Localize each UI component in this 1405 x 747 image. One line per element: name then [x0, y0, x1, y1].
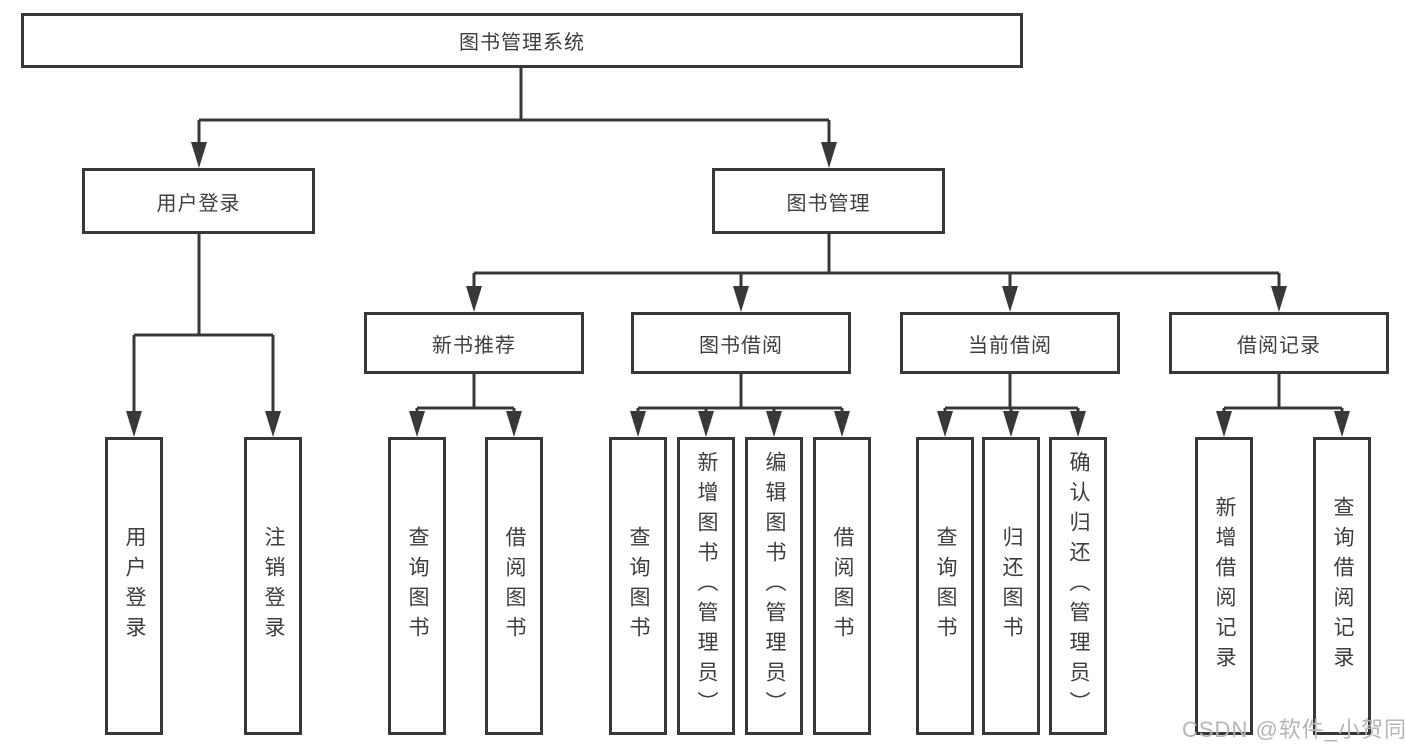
arrowhead: [834, 411, 850, 437]
node-current-borrow-label: 当前借阅: [968, 334, 1052, 357]
leaf-borrow-borrow-book: 借阅图书: [813, 437, 871, 735]
leaf-current-return-book: 归还图书: [982, 437, 1040, 735]
leaf-records-add-record: 新增借阅记录: [1195, 437, 1253, 735]
arrowhead: [1003, 411, 1019, 437]
leaf-current-confirm-return-admin: 确认归还（管理员）: [1049, 437, 1107, 735]
arrowhead: [1002, 286, 1018, 312]
arrowhead: [630, 411, 646, 437]
arrowhead: [766, 411, 782, 437]
connector-strokes: [132, 68, 1344, 414]
arrowhead: [1271, 286, 1287, 312]
node-book-management-label: 图书管理: [786, 192, 871, 215]
arrowhead: [191, 142, 207, 168]
leaf-logout: 注销登录: [244, 437, 302, 735]
leaf-borrow-add-book-admin-label: 新增图书（管理员）: [695, 451, 718, 721]
node-book-borrow-label: 图书借阅: [699, 334, 783, 357]
arrowheads: [126, 142, 1350, 437]
leaf-logout-label: 注销登录: [262, 526, 285, 646]
arrowhead: [1070, 411, 1086, 437]
node-user-login: 用户登录: [82, 168, 315, 234]
node-new-book-recommend-label: 新书推荐: [432, 334, 516, 357]
leaf-records-query-record: 查询借阅记录: [1313, 437, 1371, 735]
leaf-current-query-book-label: 查询图书: [934, 526, 957, 646]
leaf-current-query-book: 查询图书: [916, 437, 974, 735]
arrowhead: [733, 286, 749, 312]
connector-current-group: [943, 374, 1080, 414]
connector-manage-group: [472, 234, 1281, 289]
node-user-login-label: 用户登录: [156, 192, 241, 215]
leaf-borrow-add-book-admin: 新增图书（管理员）: [677, 437, 735, 735]
leaf-recommend-query-book-label: 查询图书: [406, 526, 429, 646]
connector-borrow-group: [636, 374, 844, 414]
leaf-borrow-edit-book-admin-label: 编辑图书（管理员）: [763, 451, 786, 721]
arrowhead: [506, 411, 522, 437]
node-library-system-label: 图书管理系统: [459, 32, 585, 54]
node-borrow-records-label: 借阅记录: [1237, 334, 1321, 357]
leaf-recommend-query-book: 查询图书: [388, 437, 446, 735]
arrowhead: [1334, 411, 1350, 437]
connector-root: [197, 68, 831, 145]
node-book-borrow: 图书借阅: [631, 312, 851, 374]
csdn-watermark: CSDN @软件_小贺同学: [1182, 717, 1405, 742]
node-book-management: 图书管理: [712, 168, 945, 234]
arrowhead: [1216, 411, 1232, 437]
connector-login-group: [132, 234, 275, 414]
connector-recommend-group: [415, 374, 516, 414]
leaf-user-login: 用户登录: [105, 437, 163, 735]
arrowhead: [409, 411, 425, 437]
node-borrow-records: 借阅记录: [1169, 312, 1389, 374]
arrowhead: [466, 286, 482, 312]
node-library-system: 图书管理系统: [21, 13, 1023, 68]
connector-records-group: [1222, 374, 1344, 414]
leaf-borrow-edit-book-admin: 编辑图书（管理员）: [745, 437, 803, 735]
arrowhead: [698, 411, 714, 437]
leaf-borrow-query-book: 查询图书: [609, 437, 667, 735]
leaf-borrow-query-book-label: 查询图书: [627, 526, 650, 646]
arrowhead: [126, 411, 142, 437]
arrowhead: [821, 142, 837, 168]
arrowhead: [937, 411, 953, 437]
node-current-borrow: 当前借阅: [900, 312, 1120, 374]
arrowhead: [265, 411, 281, 437]
leaf-borrow-borrow-book-label: 借阅图书: [831, 526, 854, 646]
leaf-recommend-borrow-book-label: 借阅图书: [503, 526, 526, 646]
leaf-records-add-record-label: 新增借阅记录: [1213, 496, 1236, 676]
node-new-book-recommend: 新书推荐: [364, 312, 584, 374]
leaf-records-query-record-label: 查询借阅记录: [1331, 496, 1354, 676]
leaf-user-login-label: 用户登录: [123, 526, 146, 646]
leaf-recommend-borrow-book: 借阅图书: [485, 437, 543, 735]
leaf-current-confirm-return-admin-label: 确认归还（管理员）: [1067, 451, 1090, 721]
leaf-current-return-book-label: 归还图书: [1000, 526, 1023, 646]
